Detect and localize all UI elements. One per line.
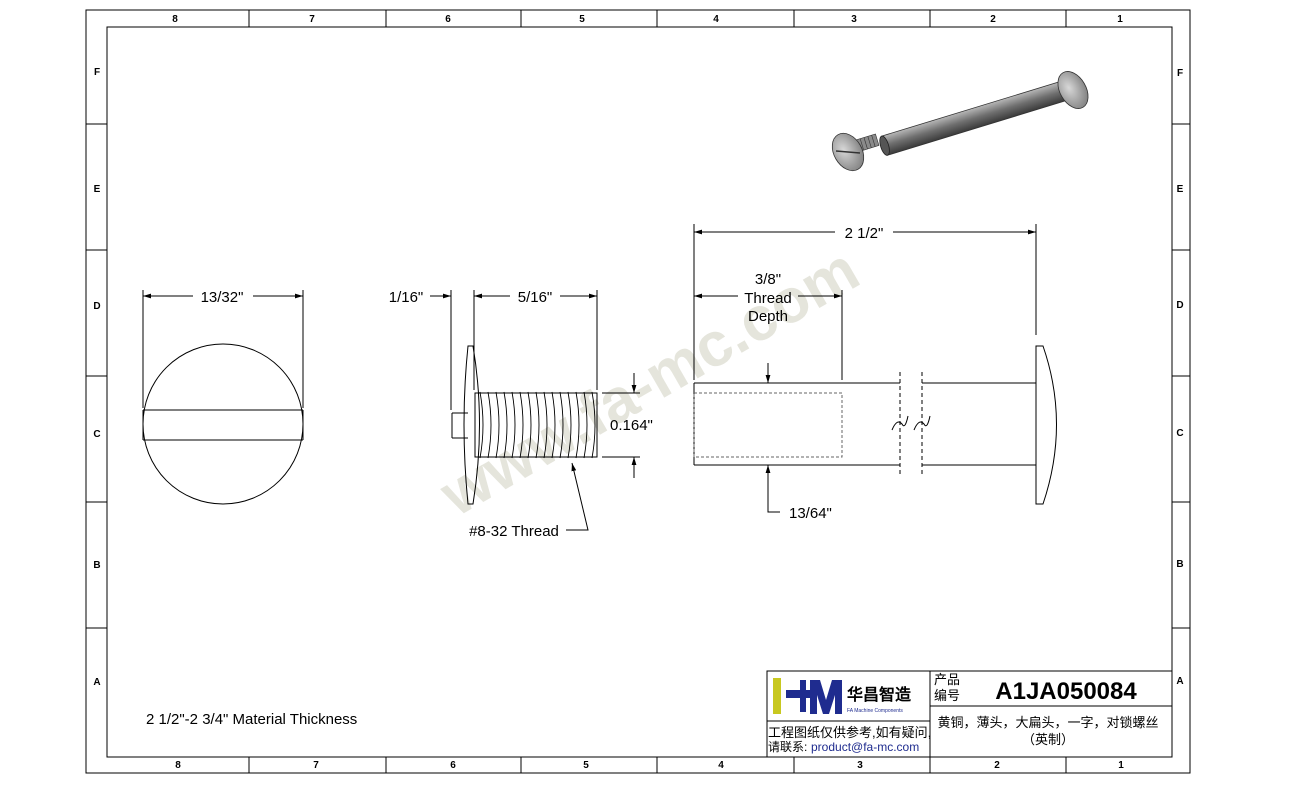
col-label: 5 [583, 760, 589, 771]
company-logo [773, 678, 842, 714]
material-thickness-note: 2 1/2"-2 3/4" Material Thickness [146, 711, 357, 728]
post-side-view [693, 224, 1057, 513]
col-label: 2 [990, 14, 996, 25]
dim-post-diameter: 13/64" [789, 505, 832, 522]
dim-overall-length: 2 1/2" [845, 225, 884, 242]
col-label: 2 [994, 760, 1000, 771]
thread-callout: #8-32 Thread [469, 523, 559, 540]
dim-head-diameter: 13/32" [201, 289, 244, 306]
row-label: A [1176, 676, 1183, 687]
col-label: 3 [857, 760, 863, 771]
col-label: 8 [175, 760, 181, 771]
contact-email-link[interactable]: product@fa-mc.com [811, 740, 919, 754]
col-label: 1 [1117, 14, 1123, 25]
sheet-frame [85, 9, 1191, 774]
row-label: D [93, 301, 100, 312]
col-label: 6 [445, 14, 451, 25]
col-label: 4 [718, 760, 724, 771]
part-no-label-1: 产品 [934, 672, 960, 687]
notice-line1: 工程图纸仅供参考,如有疑问, [768, 725, 931, 740]
part-number: A1JA050084 [995, 678, 1137, 705]
row-label: A [93, 677, 100, 688]
logo-brand-text: 华昌智造 [847, 685, 912, 704]
row-label: D [1176, 300, 1183, 311]
head-end-view [142, 290, 304, 505]
dim-thread-diameter: 0.164" [610, 417, 653, 434]
part-description: 黄铜，薄头，大扁头，一字，对锁螺丝 [937, 715, 1158, 730]
row-label: C [93, 429, 100, 440]
row-label: B [93, 560, 100, 571]
row-label: F [1177, 68, 1183, 79]
zone-labels: 8 7 6 5 4 3 2 1 8 7 6 5 4 3 2 1 F E D C … [93, 14, 1183, 771]
col-label: 3 [851, 14, 857, 25]
notice-prefix: 请联系: [768, 740, 807, 754]
row-label: C [1176, 428, 1183, 439]
col-label: 5 [579, 14, 585, 25]
part-description-units: （英制） [1022, 732, 1074, 747]
row-label: E [94, 184, 101, 195]
col-label: 4 [713, 14, 719, 25]
col-label: 8 [172, 14, 178, 25]
col-label: 1 [1118, 760, 1124, 771]
logo-sub-text: FA Machine Components [847, 708, 903, 714]
dim-thread-length: 5/16" [518, 289, 553, 306]
row-label: B [1176, 559, 1183, 570]
col-label: 6 [450, 760, 456, 771]
watermark: www.fa-mc.com [428, 235, 870, 530]
dim-head-thickness: 1/16" [389, 289, 424, 306]
row-label: F [94, 67, 100, 78]
row-label: E [1177, 184, 1184, 195]
thread-depth-line1: 3/8" [755, 271, 781, 288]
thread-depth-line3: Depth [748, 308, 788, 325]
thread-depth-line2: Thread [744, 290, 792, 307]
screw-side-view [430, 290, 640, 531]
col-label: 7 [309, 14, 315, 25]
col-label: 7 [313, 760, 319, 771]
title-block [766, 670, 1173, 758]
isometric-render [831, 71, 1089, 172]
part-no-label-2: 编号 [934, 688, 960, 703]
